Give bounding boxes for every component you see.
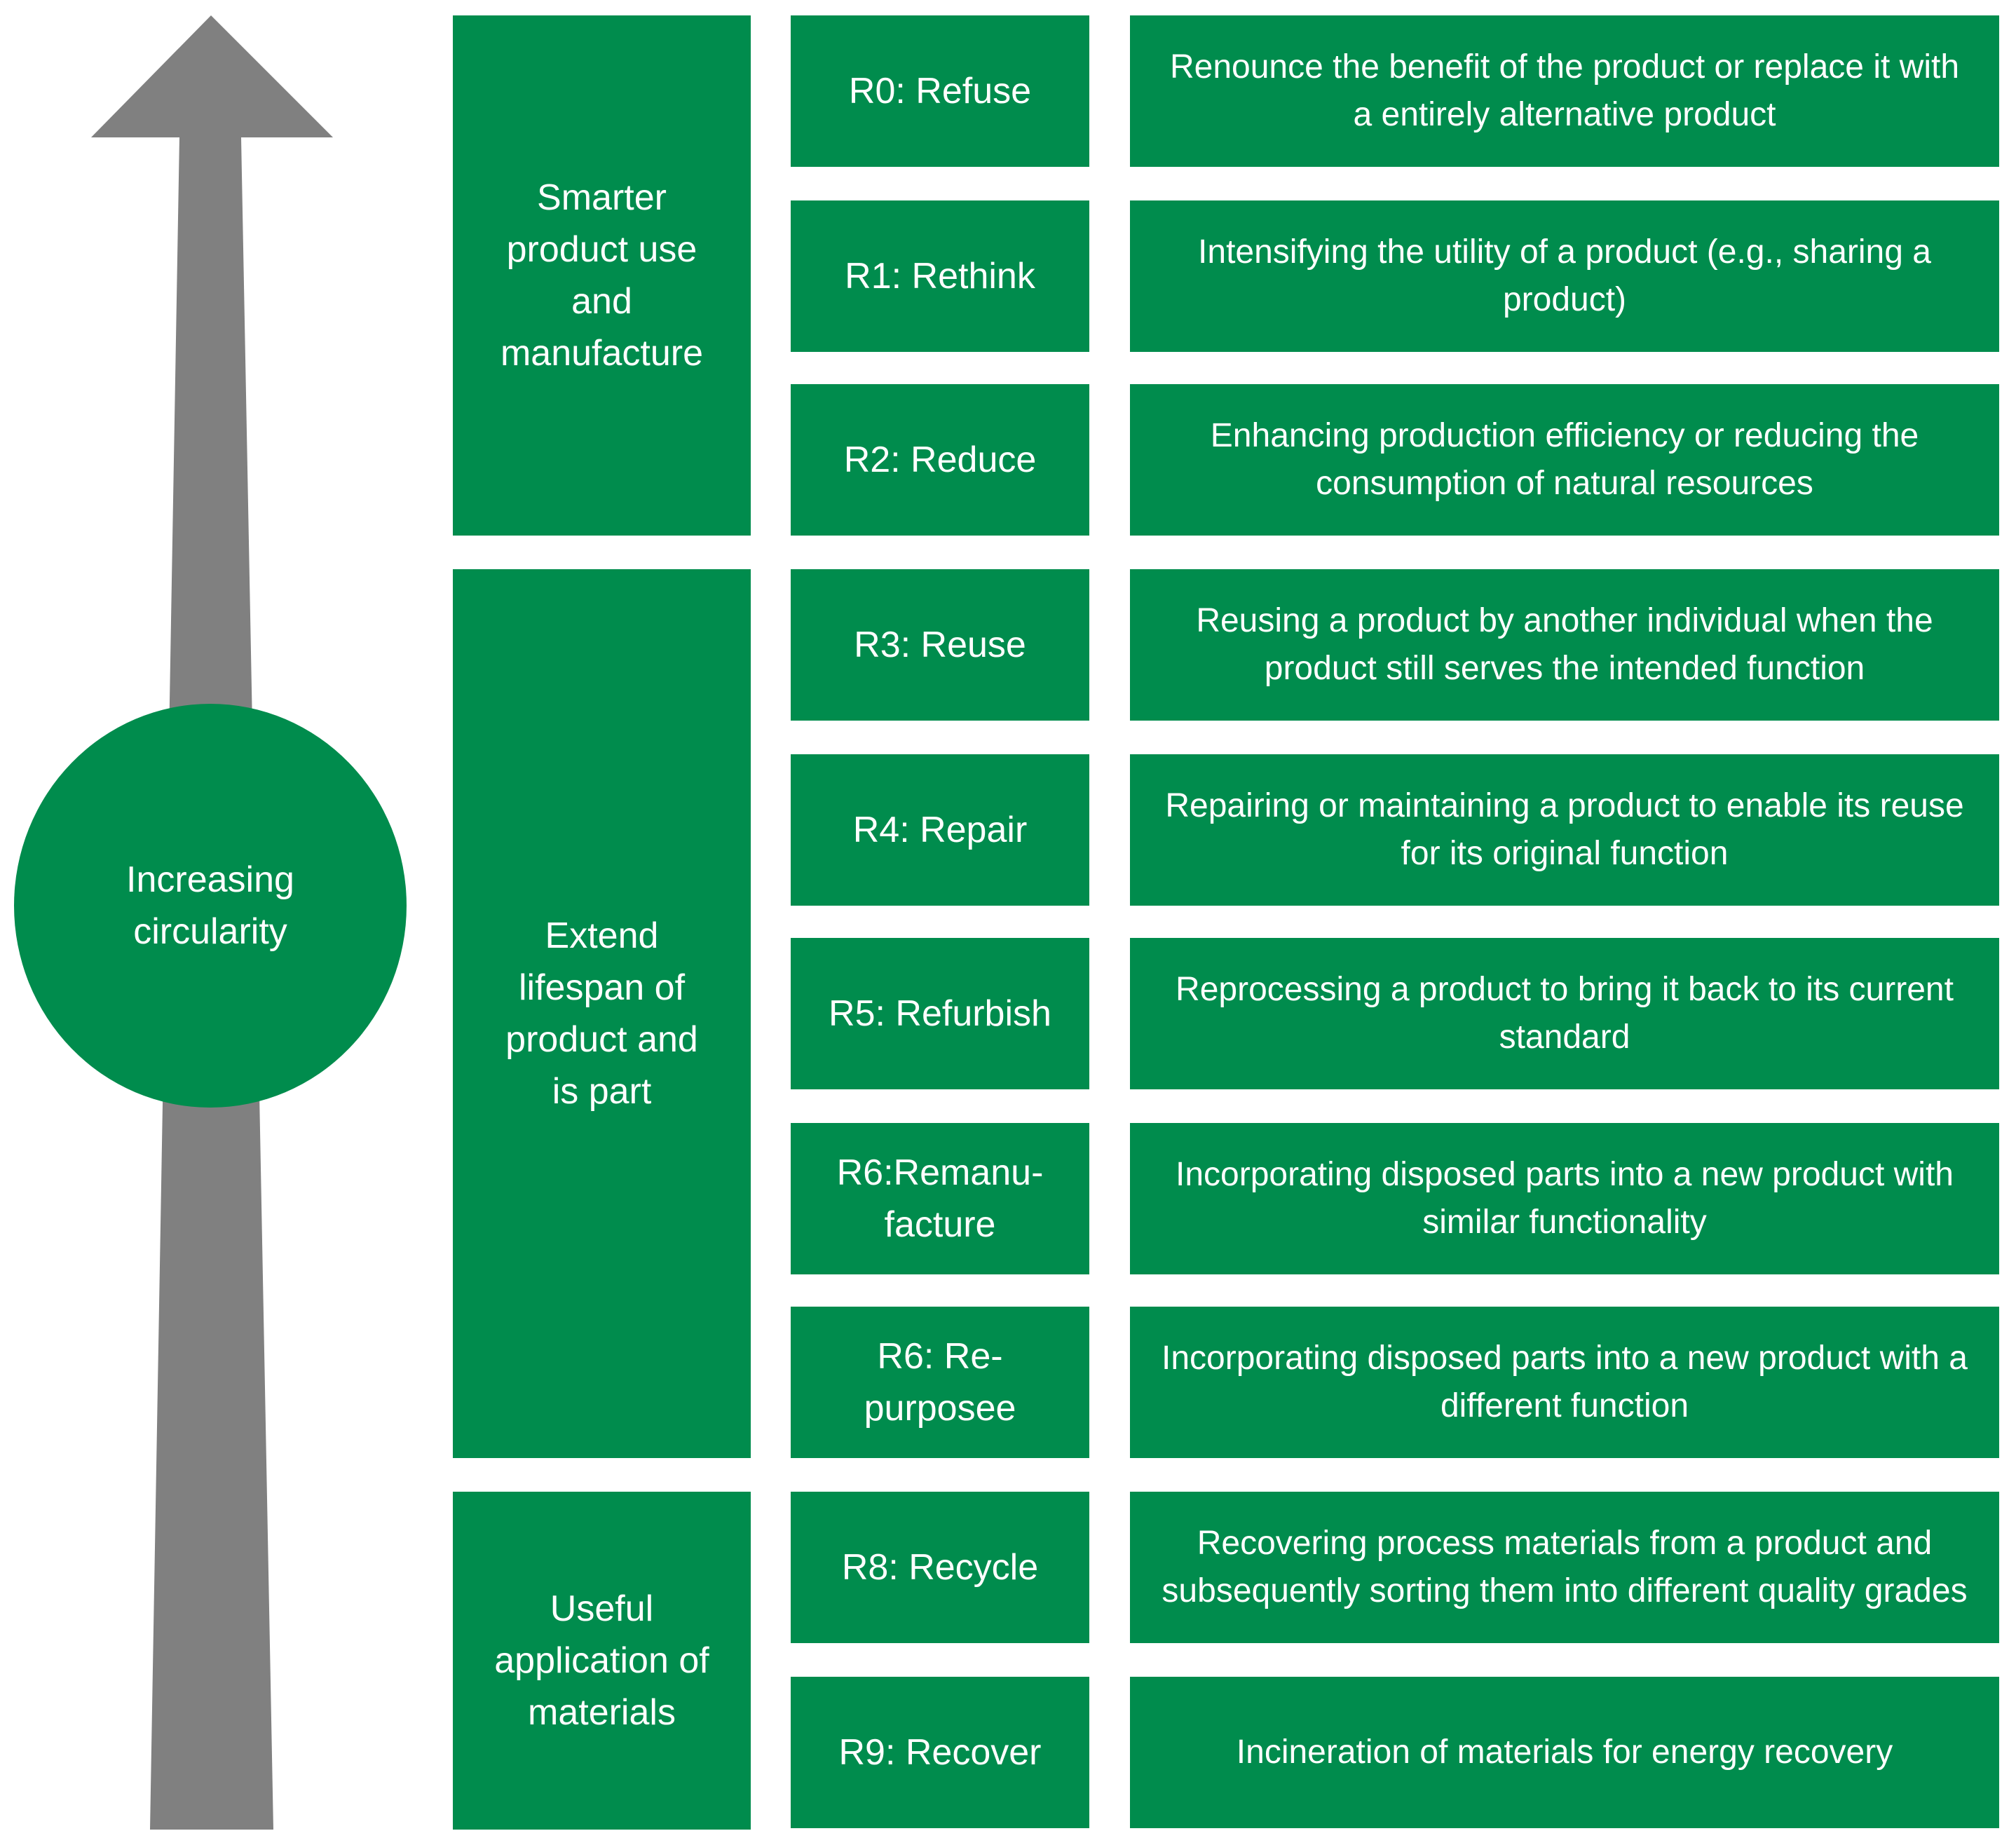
description-r8: Recovering process materials from a prod… (1130, 1492, 1999, 1643)
arrow-head (91, 15, 333, 137)
strategy-label: R8: Recycle (841, 1547, 1039, 1588)
category-useful-application: Useful application of materials (453, 1492, 751, 1830)
strategy-r4-repair: R4: Repair (791, 754, 1089, 906)
strategy-label: R9: Recover (838, 1732, 1042, 1773)
strategy-label: R5: Refurbish (829, 993, 1051, 1034)
description-text: Reprocessing a product to bring it back … (1176, 971, 1954, 1056)
description-r6-repurpose: Incorporating disposed parts into a new … (1130, 1307, 1999, 1458)
strategy-r6-repurpose: R6: Re- purposee (791, 1307, 1089, 1458)
strategy-label: R4: Repair (852, 810, 1028, 850)
description-text: Repairing or maintaining a product to en… (1165, 787, 1964, 872)
description-text: Incineration of materials for energy rec… (1236, 1734, 1893, 1771)
circle-label: Increasing circularity (126, 859, 294, 952)
strategy-r8-recycle: R8: Recycle (791, 1492, 1089, 1643)
description-r5: Reprocessing a product to bring it back … (1130, 938, 1999, 1089)
category-smarter-product-use: Smarter product use and manufacture (453, 15, 751, 536)
description-text: Renounce the benefit of the product or r… (1169, 48, 1960, 133)
strategy-label: R6: Re- purposee (864, 1336, 1016, 1429)
description-r3: Reusing a product by another individual … (1130, 569, 1999, 721)
category-label: Extend lifespan of product and is part (505, 915, 698, 1112)
strategy-r1-rethink: R1: Rethink (791, 200, 1089, 352)
strategy-r2-reduce: R2: Reduce (791, 384, 1089, 536)
description-r4: Repairing or maintaining a product to en… (1130, 754, 1999, 906)
strategy-r5-refurbish: R5: Refurbish (791, 938, 1089, 1089)
strategy-label: R1: Rethink (845, 256, 1035, 297)
category-label: Smarter product use and manufacture (500, 177, 704, 374)
strategy-label: R6:Remanu- facture (836, 1152, 1044, 1245)
description-text: Enhancing production efficiency or reduc… (1210, 417, 1919, 502)
description-r0: Renounce the benefit of the product or r… (1130, 15, 1999, 167)
strategy-r0-refuse: R0: Refuse (791, 15, 1089, 167)
category-label: Useful application of materials (494, 1588, 709, 1733)
increasing-circularity-circle: Increasing circularity (14, 704, 407, 1108)
description-r1: Intensifying the utility of a product (e… (1130, 200, 1999, 352)
description-r2: Enhancing production efficiency or reduc… (1130, 384, 1999, 536)
category-extend-lifespan: Extend lifespan of product and is part (453, 569, 751, 1458)
description-text: Recovering process materials from a prod… (1162, 1525, 1968, 1609)
strategy-r3-reuse: R3: Reuse (791, 569, 1089, 721)
description-r9: Incineration of materials for energy rec… (1130, 1677, 1999, 1828)
strategy-label: R0: Refuse (848, 71, 1032, 111)
description-text: Reusing a product by another individual … (1196, 602, 1933, 687)
description-r6-remanufacture: Incorporating disposed parts into a new … (1130, 1123, 1999, 1274)
description-text: Intensifying the utility of a product (e… (1198, 233, 1931, 318)
description-text: Incorporating disposed parts into a new … (1161, 1340, 1968, 1424)
strategy-r6-remanufacture: R6:Remanu- facture (791, 1123, 1089, 1274)
description-text: Incorporating disposed parts into a new … (1176, 1156, 1954, 1241)
strategy-label: R3: Reuse (854, 625, 1026, 665)
strategy-r9-recover: R9: Recover (791, 1677, 1089, 1828)
strategy-label: R2: Reduce (843, 440, 1037, 480)
